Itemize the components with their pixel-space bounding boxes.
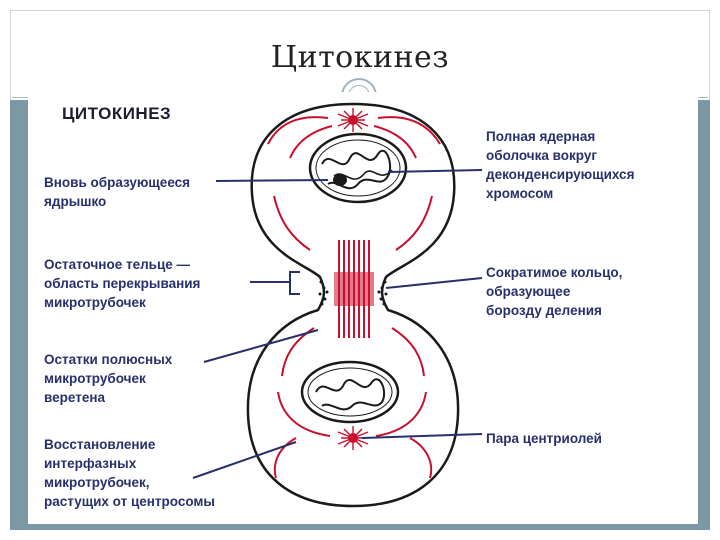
- label-midbody: Остаточное тельце — область перекрывания…: [44, 257, 201, 310]
- label-contractile-ring: Сократимое кольцо, образующее борозду де…: [486, 265, 623, 318]
- nucleolus: [333, 174, 347, 186]
- label-leader-lines: [192, 169, 483, 479]
- label-interphase-microtubules: Восстановление интерфазных микротрубочек…: [44, 437, 215, 509]
- label-new-nucleolus: Вновь образующееся ядрышко: [44, 175, 191, 209]
- contractile-ring: [318, 280, 388, 306]
- slide-title: Цитокинез: [270, 40, 450, 75]
- top-centrosome: [337, 108, 369, 132]
- top-nucleus: [308, 132, 408, 204]
- label-polar-microtubule-remnants: Остатки полюсных микротрубочек веретена: [44, 352, 173, 405]
- cytokinesis-figure: ЦИТОКИНЕЗ Вновь образующееся ядрышко Ост…: [28, 92, 698, 524]
- label-nuclear-envelope: Полная ядерная оболочка вокруг деконденс…: [486, 129, 635, 201]
- bottom-microtubule-arcs: [273, 327, 433, 479]
- cytokinesis-diagram: [192, 102, 483, 508]
- top-microtubule-arcs: [267, 116, 441, 251]
- bottom-centrosome: [337, 426, 369, 450]
- figure-heading: ЦИТОКИНЕЗ: [62, 104, 172, 123]
- label-centriole-pair: Пара центриолей: [486, 431, 602, 446]
- midbody-overlap-zone: [334, 272, 374, 306]
- bottom-nucleus: [300, 360, 400, 424]
